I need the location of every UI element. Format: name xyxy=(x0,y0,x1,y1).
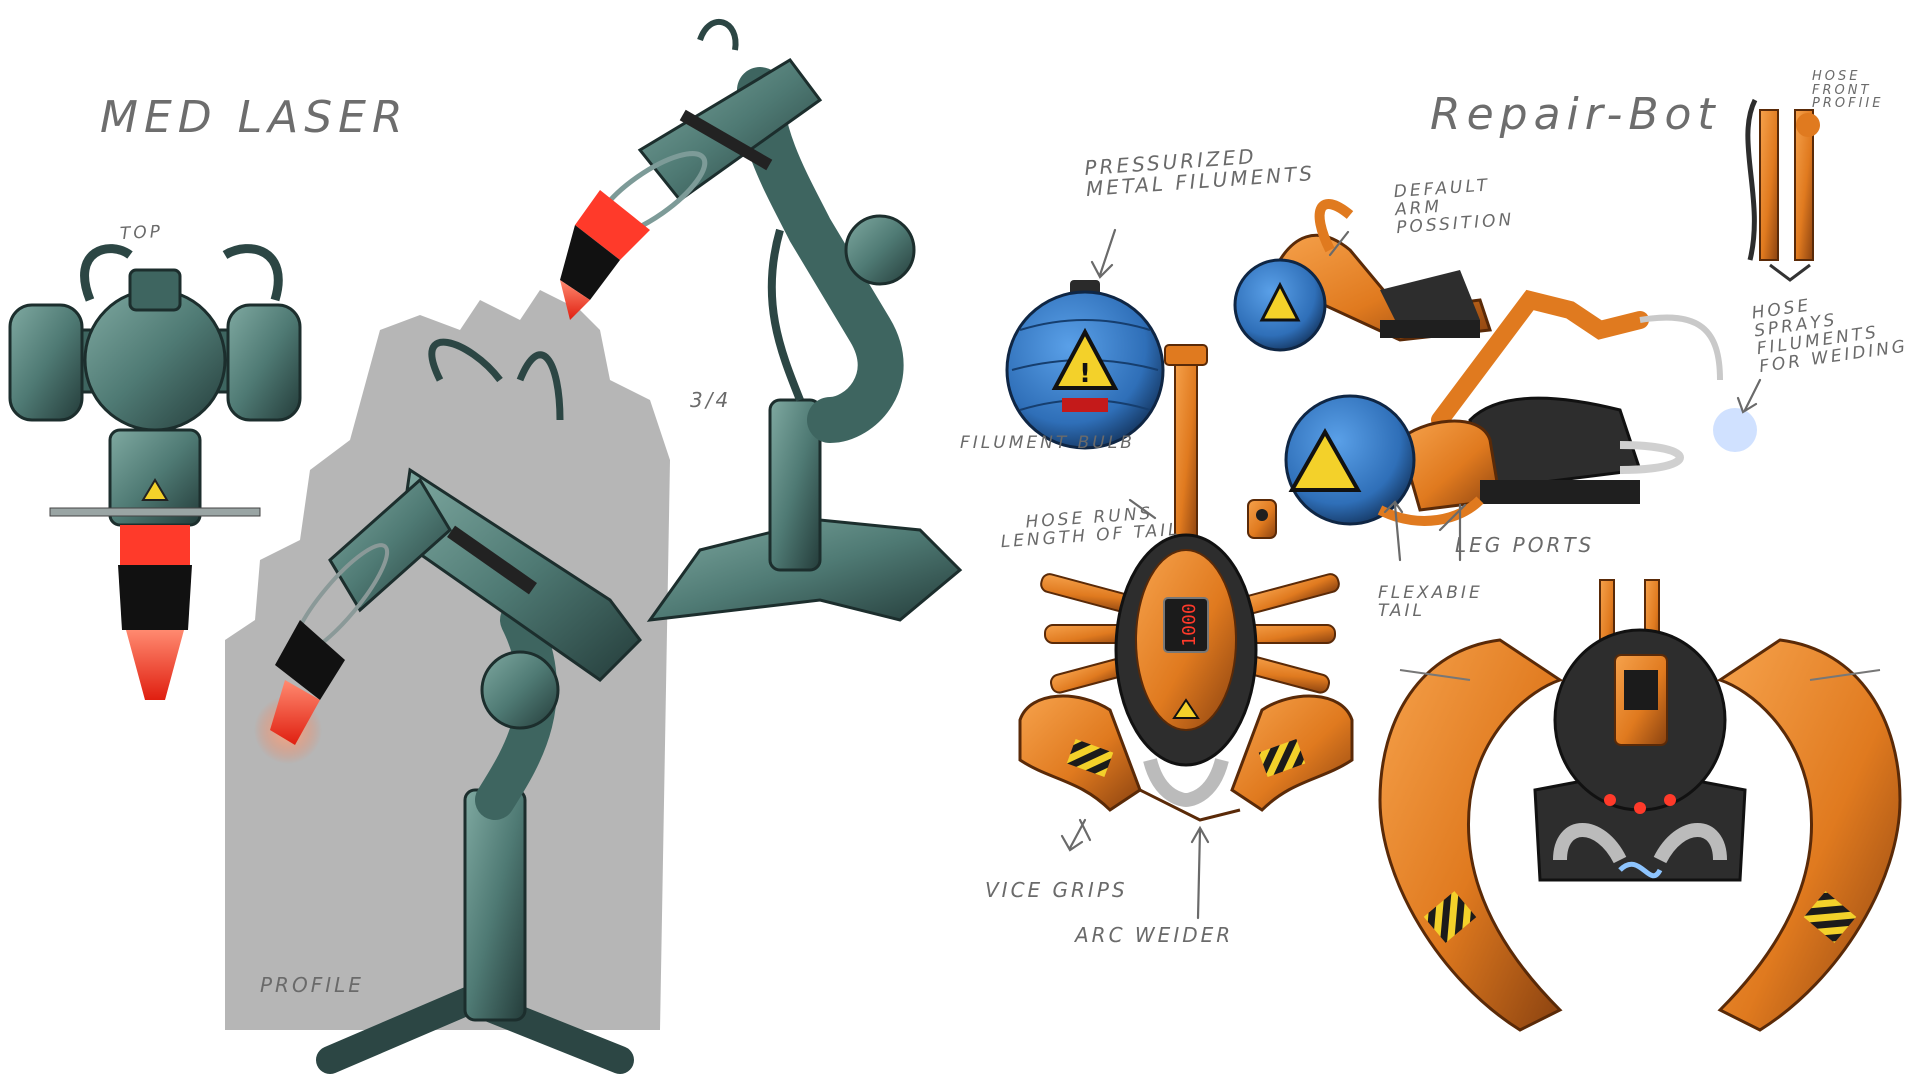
leg-ports-label: LEG PORTS xyxy=(1455,533,1595,557)
hose-front-profile-illustration xyxy=(1745,98,1820,282)
filument-bulb-illustration: ! xyxy=(1005,280,1165,450)
repair-bot-default-arm-side xyxy=(1233,199,1493,352)
arc-welder-label: ARC WEIDER xyxy=(1075,923,1234,947)
filument-bulb-label: FILUMENT BULB xyxy=(960,433,1135,453)
profile-view-label: PROFILE xyxy=(260,973,364,997)
vice-grips-label: VICE GRIPS xyxy=(985,878,1128,902)
repair-bot-top-view: 1000 xyxy=(1018,344,1354,822)
repair-bot-title: Repair-Bot xyxy=(1430,89,1721,140)
default-arm-label: DEFAULT ARM POSSITION xyxy=(1393,175,1515,238)
med-laser-top-view xyxy=(8,244,302,700)
med-laser-three-quarter-view xyxy=(560,18,963,622)
annotation-arrows xyxy=(1060,228,1762,920)
med-laser-profile-view xyxy=(225,290,670,1074)
flexable-tail-label: FLEXABIE TAIL xyxy=(1378,583,1483,621)
svg-text:!: ! xyxy=(1079,359,1091,389)
med-laser-title: MED LASER xyxy=(100,92,409,143)
repair-bot-front-view xyxy=(1378,579,1902,1032)
top-view-label: TOP xyxy=(119,221,164,245)
spare-part-nozzle xyxy=(1247,499,1277,539)
repair-bot-welding-side xyxy=(1284,289,1757,526)
repair-bot-display: 1000 xyxy=(1179,603,1200,646)
hose-front-profile-label: HOSE FRONT PROFIIE xyxy=(1812,69,1884,112)
three-quarter-view-label: 3/4 xyxy=(690,388,732,412)
